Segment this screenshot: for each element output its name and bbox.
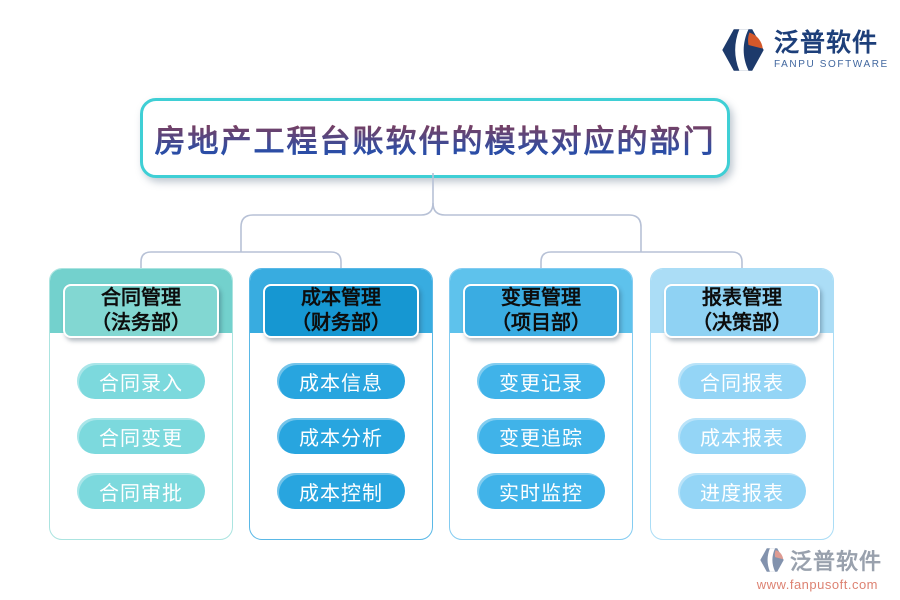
module-column-change: 变更管理 （项目部） 变更记录 变更追踪 实时监控 bbox=[449, 268, 633, 540]
page-title: 房地产工程台账软件的模块对应的部门 bbox=[155, 116, 716, 161]
department-name: （决策部） bbox=[692, 312, 792, 334]
fanpu-logo-icon bbox=[722, 29, 764, 71]
module-name: 报表管理 bbox=[702, 287, 782, 309]
module-item-progress-report: 进度报表 bbox=[678, 473, 806, 509]
module-item-realtime-monitor: 实时监控 bbox=[477, 473, 605, 509]
module-item-contract-report: 合同报表 bbox=[678, 363, 806, 399]
brand-watermark-bottom: 泛普软件 www.fanpusoft.com bbox=[757, 544, 882, 592]
title-box: 房地产工程台账软件的模块对应的部门 bbox=[140, 98, 730, 178]
module-name: 合同管理 bbox=[101, 287, 181, 309]
module-item-cost-control: 成本控制 bbox=[277, 473, 405, 509]
brand-text-block: 泛普软件 FANPU SOFTWARE bbox=[774, 29, 889, 70]
fanpu-logo-icon-small bbox=[760, 548, 784, 572]
department-name: （项目部） bbox=[491, 312, 591, 334]
brand-name-en: FANPU SOFTWARE bbox=[774, 58, 889, 70]
module-item-change-record: 变更记录 bbox=[477, 363, 605, 399]
module-column-cost: 成本管理 （财务部） 成本信息 成本分析 成本控制 bbox=[249, 268, 433, 540]
column-header-report: 报表管理 （决策部） bbox=[664, 284, 820, 338]
module-item-cost-report: 成本报表 bbox=[678, 418, 806, 454]
brand-logo-top: 泛普软件 FANPU SOFTWARE bbox=[720, 27, 889, 73]
module-item-contract-change: 合同变更 bbox=[77, 418, 205, 454]
module-item-cost-info: 成本信息 bbox=[277, 363, 405, 399]
column-header-change: 变更管理 （项目部） bbox=[463, 284, 619, 338]
brand-name-cn: 泛普软件 bbox=[774, 29, 879, 57]
module-item-cost-analysis: 成本分析 bbox=[277, 418, 405, 454]
module-name: 成本管理 bbox=[301, 287, 381, 309]
module-column-contract: 合同管理 （法务部） 合同录入 合同变更 合同审批 bbox=[49, 268, 233, 540]
watermark-brand-name: 泛普软件 bbox=[789, 549, 882, 574]
column-header-contract: 合同管理 （法务部） bbox=[63, 284, 219, 338]
watermark-url: www.fanpusoft.com bbox=[756, 577, 878, 592]
module-item-contract-approval: 合同审批 bbox=[77, 473, 205, 509]
module-item-contract-entry: 合同录入 bbox=[77, 363, 205, 399]
department-name: （财务部） bbox=[291, 312, 391, 334]
module-name: 变更管理 bbox=[501, 287, 581, 309]
module-column-report: 报表管理 （决策部） 合同报表 成本报表 进度报表 bbox=[650, 268, 834, 540]
department-name: （法务部） bbox=[91, 312, 191, 334]
module-item-change-tracking: 变更追踪 bbox=[477, 418, 605, 454]
column-header-cost: 成本管理 （财务部） bbox=[263, 284, 419, 338]
